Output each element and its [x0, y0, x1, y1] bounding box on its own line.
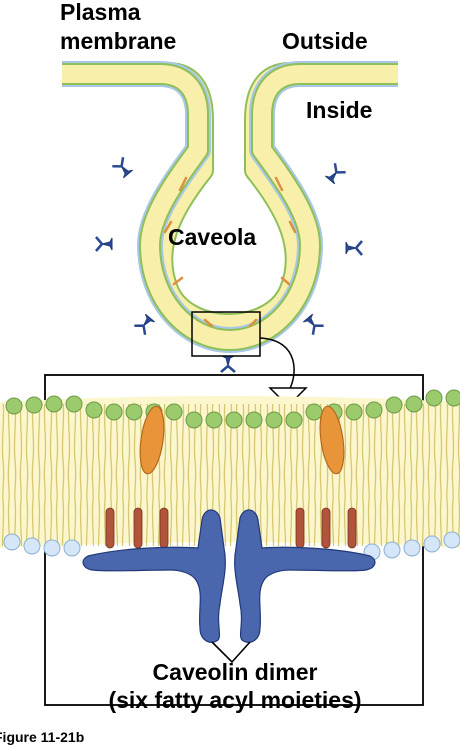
dimer-label-pointer [211, 641, 251, 664]
fatty-acyl-chains [105, 507, 357, 549]
outside-label: Outside [282, 28, 368, 54]
caveolin-dimer [82, 509, 376, 643]
caveola-cholesterol-marks [163, 176, 297, 328]
caveolin-marker [220, 355, 236, 373]
cholesterol-right [319, 405, 345, 475]
plasma-membrane-label-line1: Plasma [60, 0, 141, 25]
cholesterol-left [139, 405, 165, 475]
inner-headgroups [3, 531, 460, 561]
caveola-shape [62, 61, 398, 353]
caveolin-marker [303, 313, 324, 335]
bilayer-zoom [0, 389, 460, 664]
caveolin-marker [345, 240, 363, 256]
plasma-membrane-label-line2: membrane [60, 28, 176, 54]
caveolin-monomer-right [234, 509, 376, 643]
inside-label: Inside [306, 97, 372, 123]
fatty-acyl-label: (six fatty acyl moieties) [108, 687, 361, 713]
caveolin-marker [112, 157, 133, 179]
caveolin-marker [95, 236, 113, 252]
figure-caption: Figure 11-21b [0, 729, 84, 745]
caveola-label: Caveola [168, 224, 256, 250]
caveolin-dimer-label: Caveolin dimer [153, 659, 318, 685]
caveolin-markers [95, 157, 363, 373]
zoom-arrow [259, 337, 308, 408]
caveolin-marker [325, 163, 346, 185]
zoom-source-box [191, 311, 261, 357]
caveolin-marker [134, 313, 155, 335]
